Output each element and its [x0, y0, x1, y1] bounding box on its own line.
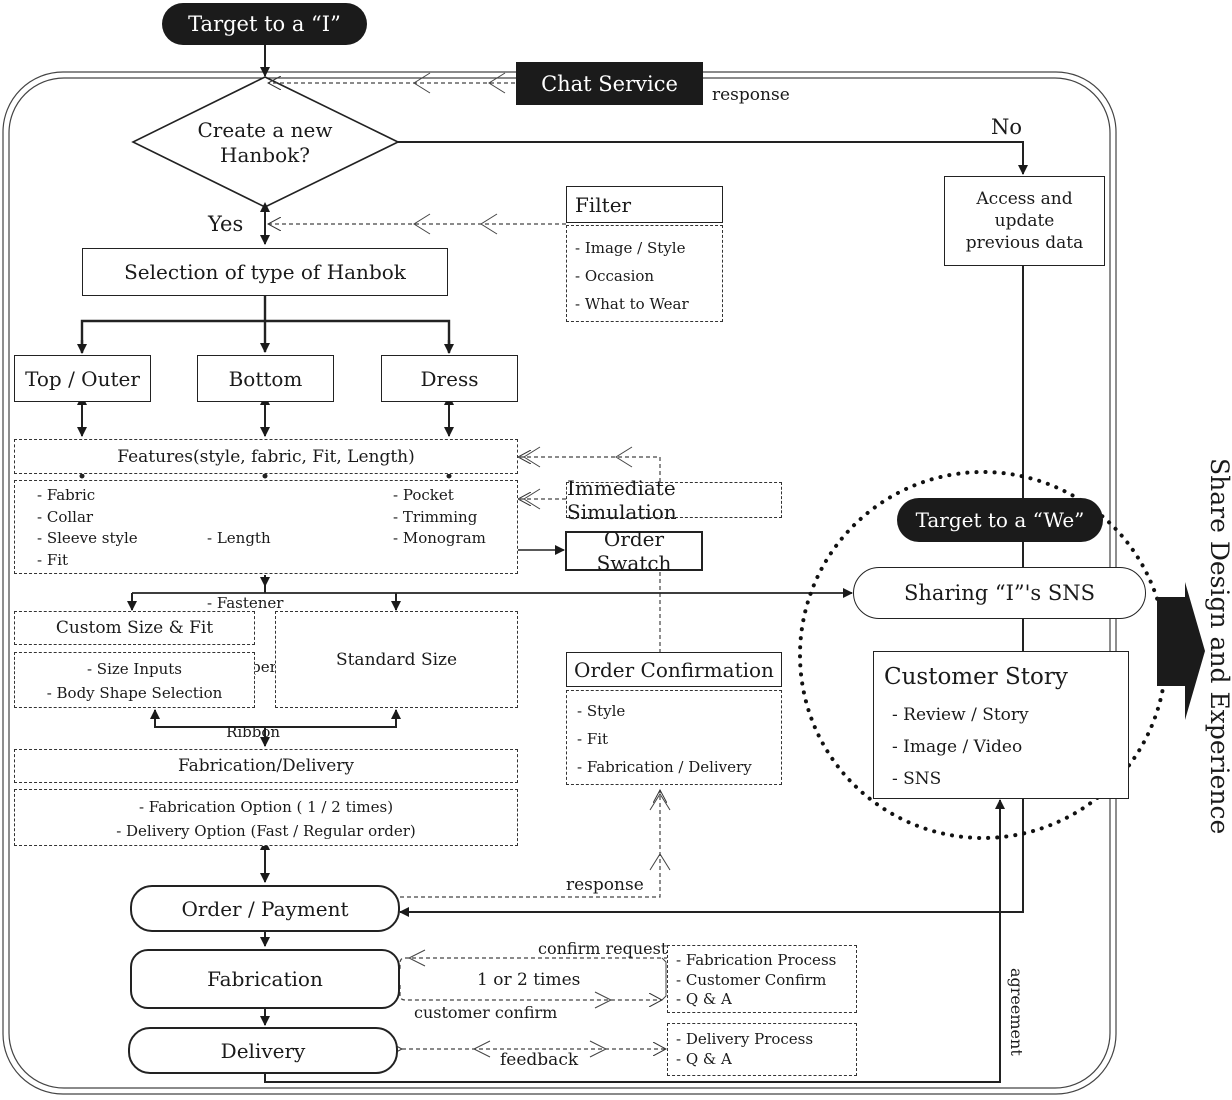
customer-confirm-label: customer confirm	[414, 1003, 558, 1022]
filter-title-box: Filter	[566, 186, 723, 223]
features-title-box: Features(style, fabric, Fit, Length)	[14, 439, 518, 474]
dress-box: Dress	[381, 355, 518, 402]
order-confirmation-item: - Style	[577, 702, 626, 720]
feature-item: - Sleeve style	[37, 529, 138, 547]
response-top-label: response	[712, 85, 790, 105]
delivery-process-box: - Delivery Process - Q & A	[667, 1023, 857, 1076]
response-bottom-label: response	[566, 875, 644, 895]
target-we-pill: Target to a “We”	[897, 498, 1103, 542]
fabrication-delivery-item: - Delivery Option (Fast / Regular order)	[116, 822, 416, 840]
order-confirmation-item: - Fabrication / Delivery	[577, 758, 752, 776]
chat-service-box: Chat Service	[516, 62, 703, 105]
bottom-label: Bottom	[228, 366, 303, 391]
feature-item: - Fit	[37, 550, 69, 569]
feature-item: - Pocket	[393, 486, 454, 504]
decision-line2: Hanbok?	[220, 143, 310, 167]
target-i-label: Target to a “I”	[188, 12, 341, 36]
selection-type-label: Selection of type of Hanbok	[124, 260, 406, 284]
access-line3: previous data	[965, 233, 1084, 254]
custom-size-item: - Size Inputs	[86, 660, 183, 678]
selection-type-box: Selection of type of Hanbok	[82, 248, 448, 296]
fabrication-process-box: - Fabrication Process - Customer Confirm…	[667, 945, 857, 1013]
filter-item: - Occasion	[575, 267, 655, 285]
features-title: Features(style, fabric, Fit, Length)	[117, 446, 415, 467]
share-arrow	[1157, 582, 1205, 720]
immediate-simulation-box: Immediate Simulation	[566, 476, 782, 524]
agreement-label: agreement	[1007, 968, 1026, 1056]
bottom-box: Bottom	[197, 355, 334, 402]
no-label: No	[991, 115, 1023, 139]
target-i-pill: Target to a “I”	[162, 3, 367, 45]
access-line1: Access and	[976, 188, 1073, 209]
order-confirmation-title: Order Confirmation	[574, 657, 774, 682]
fabrication-delivery-item: - Fabrication Option ( 1 / 2 times)	[138, 798, 394, 816]
top-outer-box: Top / Outer	[14, 355, 151, 402]
filter-item: - What to Wear	[575, 295, 689, 313]
target-we-label: Target to a “We”	[915, 508, 1085, 532]
customer-story-title: Customer Story	[884, 664, 1068, 690]
delivery-process-item: - Q & A	[676, 1049, 732, 1068]
features-list-box: - Fabric - Collar - Sleeve style - Fit -…	[14, 480, 518, 741]
delivery-process-item: - Delivery Process	[676, 1030, 814, 1048]
decision-line1: Create a new	[197, 118, 333, 142]
feature-item: - Trimming	[393, 507, 478, 526]
order-confirmation-items-box: - Style - Fit - Fabrication / Delivery	[566, 690, 782, 785]
fabrication-label: Fabrication	[207, 967, 323, 991]
share-design-label: Share Design and Experience	[1205, 458, 1232, 835]
customer-story-box: Customer Story - Review / Story - Image …	[873, 651, 1129, 799]
feature-item: - Fastener	[207, 593, 284, 612]
custom-size-title-box: Custom Size & Fit	[14, 611, 255, 645]
yes-label: Yes	[208, 212, 244, 236]
sharing-sns-pill: Sharing “I”'s SNS	[853, 567, 1146, 619]
delivery-pill: Delivery	[128, 1027, 398, 1074]
order-payment-label: Order / Payment	[181, 896, 349, 921]
immediate-simulation-label: Immediate Simulation	[567, 476, 677, 524]
dress-label: Dress	[420, 366, 479, 391]
customer-story-item: - SNS	[892, 769, 942, 789]
feedback-label: feedback	[500, 1050, 579, 1070]
order-confirmation-item: - Fit	[577, 730, 609, 748]
fabrication-process-item: - Fabrication Process	[676, 951, 837, 969]
fabrication-delivery-items-box: - Fabrication Option ( 1 / 2 times) - De…	[14, 789, 518, 846]
feature-item: - Length	[207, 529, 271, 547]
customer-story-item: - Image / Video	[892, 737, 1023, 757]
access-line2: update	[994, 210, 1055, 231]
feature-item: - Collar	[37, 507, 94, 526]
one-or-two-label: 1 or 2 times	[477, 970, 581, 990]
decision-text: Create a new Hanbok?	[185, 118, 345, 168]
feature-item: Ribbon	[207, 722, 281, 741]
fabrication-process-item: - Q & A	[676, 990, 732, 1008]
confirm-request-label: confirm request	[538, 939, 668, 958]
order-payment-pill: Order / Payment	[130, 885, 400, 932]
custom-size-item: - Body Shape Selection	[46, 684, 223, 702]
order-confirmation-title-box: Order Confirmation	[566, 652, 782, 687]
order-swatch-label: Order Swatch	[596, 527, 672, 575]
delivery-label: Delivery	[220, 1038, 306, 1063]
custom-size-items-box: - Size Inputs - Body Shape Selection	[14, 652, 255, 708]
filter-item: - Image / Style	[575, 239, 686, 257]
fabrication-pill: Fabrication	[130, 949, 400, 1009]
top-outer-label: Top / Outer	[25, 366, 140, 391]
fabrication-delivery-title-box: Fabrication/Delivery	[14, 749, 518, 783]
order-swatch-box: Order Swatch	[565, 527, 703, 575]
filter-items-box: - Image / Style - Occasion - What to Wea…	[566, 225, 723, 322]
access-update-box: Access and update previous data	[944, 176, 1105, 266]
filter-title: Filter	[575, 192, 632, 217]
fabrication-process-item: - Customer Confirm	[676, 970, 827, 989]
chat-service-label: Chat Service	[541, 71, 678, 96]
custom-size-title: Custom Size & Fit	[55, 618, 214, 638]
sharing-sns-label: Sharing “I”'s SNS	[904, 581, 1095, 605]
fabrication-delivery-title: Fabrication/Delivery	[177, 756, 355, 776]
customer-story-item: - Review / Story	[892, 705, 1029, 725]
feature-item: - Fabric	[37, 486, 96, 504]
standard-size-label: Standard Size	[335, 649, 458, 670]
feature-item: - Monogram	[393, 529, 486, 547]
standard-size-box: Standard Size	[275, 611, 518, 708]
